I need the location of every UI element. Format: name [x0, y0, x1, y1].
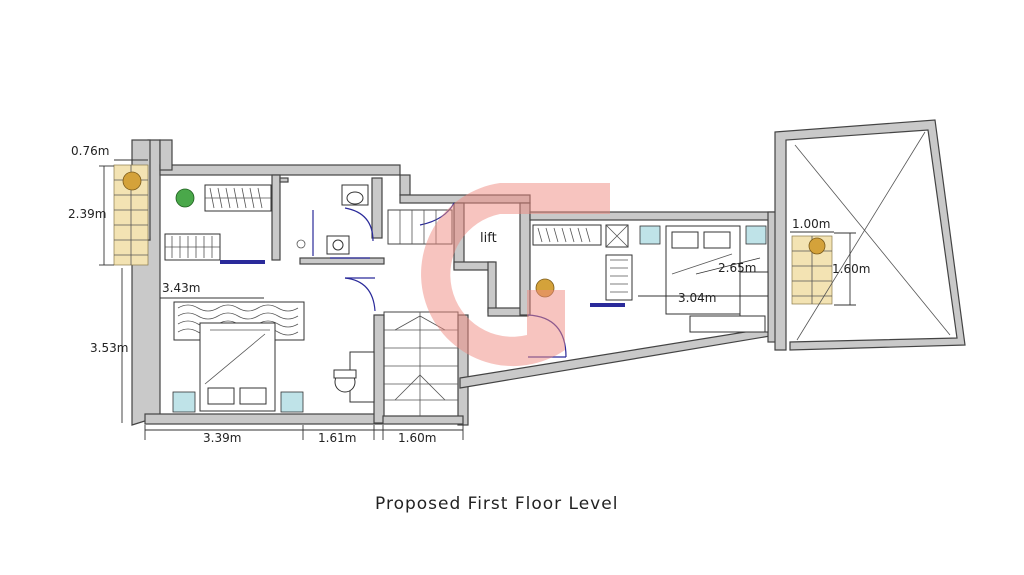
dim-left-wall-length: 3.53m [90, 341, 128, 355]
dim-bedroom-right-width: 3.04m [678, 291, 716, 305]
watermark-logo [421, 183, 610, 367]
plant-icon [122, 171, 142, 191]
dim-bedroom-left-width: 3.43m [162, 281, 200, 295]
dim-bottom-middle: 1.61m [318, 431, 356, 445]
left-bedroom [164, 184, 375, 413]
right-bedroom [532, 224, 769, 333]
drawing-caption: Proposed First Floor Level [375, 494, 618, 514]
bathroom [296, 184, 374, 259]
dim-bottom-left: 3.39m [203, 431, 241, 445]
left-terrace [113, 164, 149, 266]
void-area [794, 131, 951, 341]
plant-icon [808, 237, 826, 255]
dimension-lines: 0.76m 2.39m 3.43m 3.53m 3.39m 1.61m 1.60… [68, 144, 870, 445]
dim-terrace-left-length: 2.39m [68, 207, 106, 221]
dim-bedroom-right-depth: 2.65m [718, 261, 756, 275]
right-terrace [791, 235, 833, 305]
dim-terrace-left-width: 0.76m [71, 144, 109, 158]
plant-icon [175, 188, 195, 208]
dim-terrace-right-length: 1.60m [832, 262, 870, 276]
lift-label: lift [480, 231, 497, 246]
dim-terrace-right-width: 1.00m [792, 217, 830, 231]
dim-bottom-stair: 1.60m [398, 431, 436, 445]
